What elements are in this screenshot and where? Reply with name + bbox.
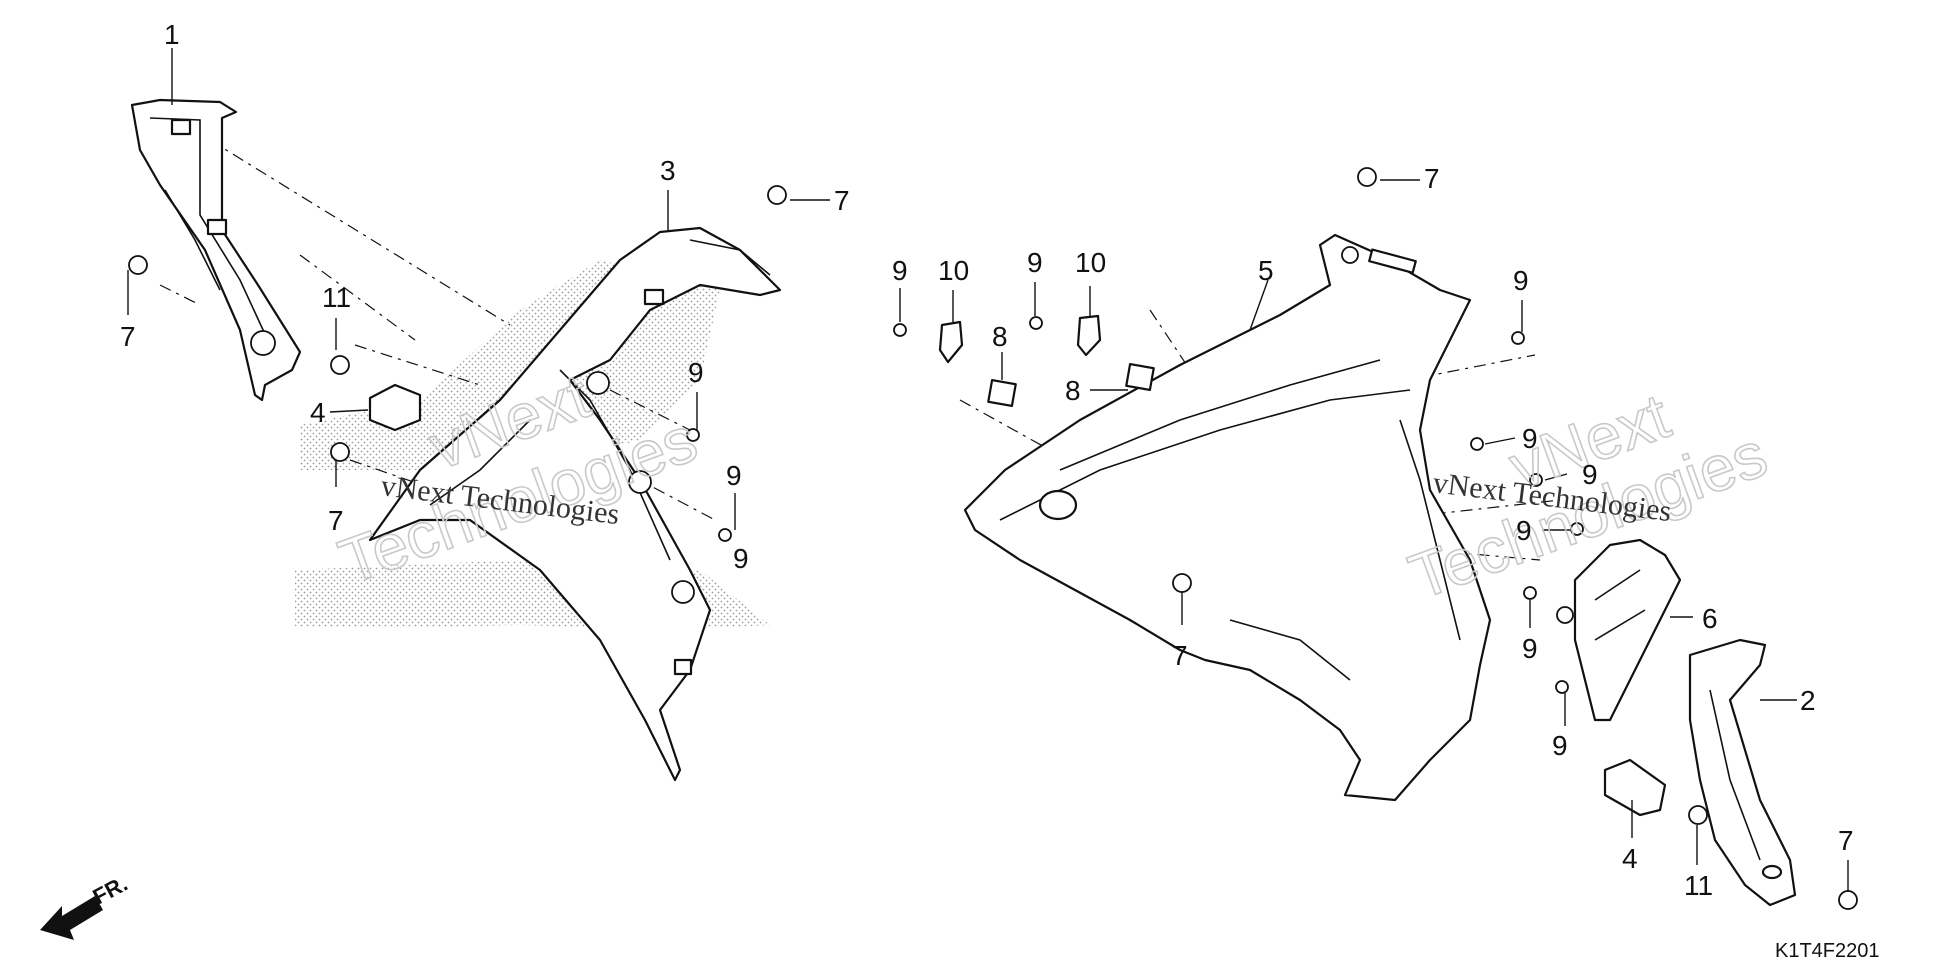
part-8-clip-a — [987, 378, 1017, 408]
callout-7f: 7 — [1838, 825, 1854, 856]
part-1-garnish-left — [130, 98, 302, 402]
part-4-rubber-mount-right — [1603, 758, 1667, 817]
callout-10a: 10 — [938, 255, 969, 286]
fasteners — [128, 167, 1858, 910]
callout-9f: 9 — [1522, 423, 1538, 454]
callout-labels: 1 2 3 4 4 5 6 7 7 7 7 7 7 8 8 9 9 9 9 9 … — [120, 19, 1854, 901]
callout-2: 2 — [1800, 685, 1816, 716]
part-10-clip-b — [1076, 314, 1102, 357]
part-6-bracket — [1556, 538, 1682, 722]
callout-9i: 9 — [1522, 633, 1538, 664]
diagram-code: K1T4F2201 — [1775, 940, 1880, 962]
part-3-inner-cover-left — [368, 226, 782, 782]
part-2-garnish-right — [1688, 638, 1797, 907]
callout-9g: 9 — [1582, 459, 1598, 490]
callout-9c: 9 — [892, 255, 908, 286]
part-4-rubber-mount-left — [368, 383, 422, 432]
callout-3: 3 — [660, 155, 676, 186]
callout-9b: 9 — [726, 460, 742, 491]
callout-8b: 8 — [1065, 375, 1081, 406]
callout-9k: 9 — [733, 543, 749, 574]
callout-7b: 7 — [328, 505, 344, 536]
callout-11a: 11 — [322, 282, 351, 313]
callout-9a: 9 — [688, 357, 704, 388]
callout-8a: 8 — [992, 321, 1008, 352]
callout-11b: 11 — [1684, 870, 1713, 901]
callout-5: 5 — [1258, 255, 1274, 286]
callout-4-right: 4 — [1622, 843, 1638, 874]
part-10-clip-a — [938, 320, 964, 364]
callout-7d: 7 — [1424, 163, 1440, 194]
callout-7c: 7 — [834, 185, 850, 216]
callout-9d: 9 — [1027, 247, 1043, 278]
leader-lines — [127, 48, 1849, 892]
callout-9h: 9 — [1516, 515, 1532, 546]
callout-7e: 7 — [1172, 640, 1188, 671]
callout-7a: 7 — [120, 321, 136, 352]
callout-4-left: 4 — [310, 397, 326, 428]
callout-10b: 10 — [1075, 247, 1106, 278]
callout-6: 6 — [1702, 603, 1718, 634]
front-direction-arrow: FR. — [40, 871, 132, 940]
callout-9e: 9 — [1513, 265, 1529, 296]
callout-9j: 9 — [1552, 730, 1568, 761]
part-8-clip-b — [1125, 362, 1155, 392]
callout-1: 1 — [164, 19, 180, 50]
part-5-side-cover — [963, 233, 1492, 802]
